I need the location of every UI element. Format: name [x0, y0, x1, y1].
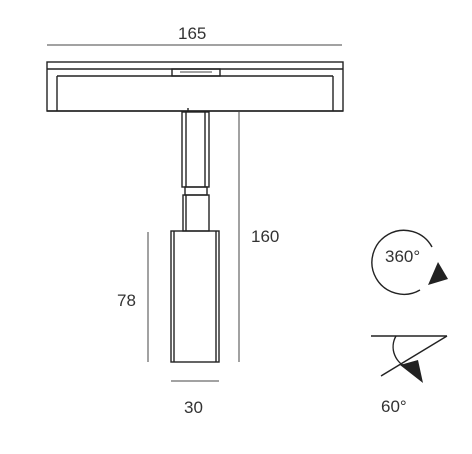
head-height-label: 78: [117, 291, 136, 310]
tilt-60-icon: [371, 335, 448, 383]
track-rail: [46, 61, 344, 112]
height-label: 160: [251, 227, 280, 246]
head-width-label: 30: [184, 398, 203, 417]
width-label: 165: [178, 24, 207, 43]
track-connector: [171, 68, 221, 77]
rotation-360-label: 360°: [385, 247, 421, 266]
rotation-360-icon: [371, 229, 448, 295]
adapter-stem: [181, 108, 210, 232]
spotlight-head: [170, 230, 220, 363]
tilt-60-label: 60°: [381, 397, 407, 416]
